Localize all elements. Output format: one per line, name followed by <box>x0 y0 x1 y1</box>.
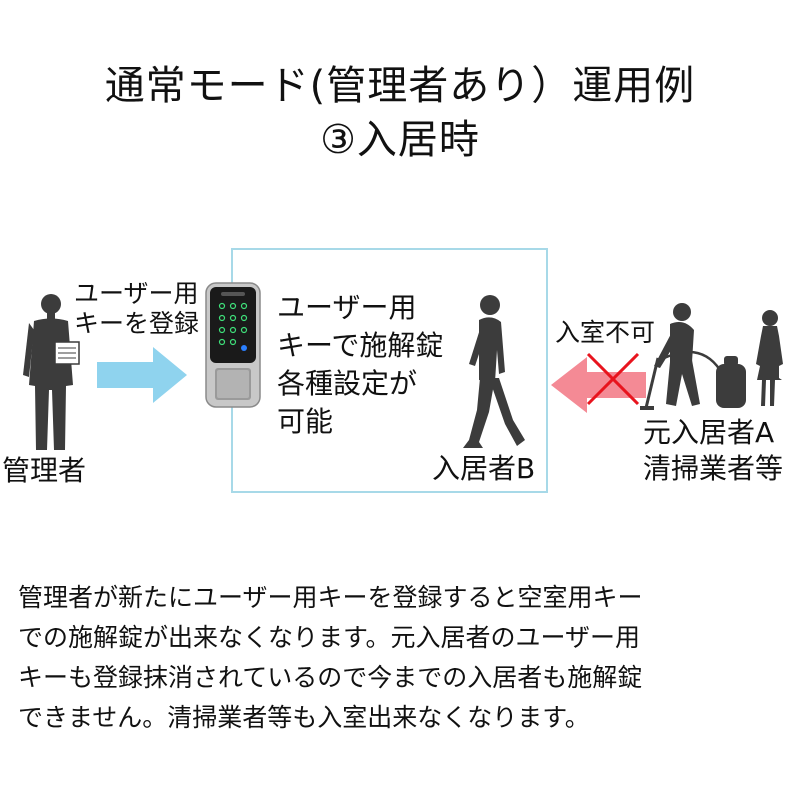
description-line: での施解錠が出来なくなります。元入居者のユーザー用 <box>18 623 641 652</box>
description-line: 管理者が新たにユーザー用キーを登録すると空室用キー <box>18 583 643 612</box>
room-text-line1: ユーザー用 <box>277 291 417 324</box>
page-subtitle: ③入居時 <box>320 117 480 163</box>
register-label-line2: キーを登録 <box>74 309 200 338</box>
smart-lock-device-icon <box>205 282 261 408</box>
room-text-line3: 各種設定が <box>277 367 418 400</box>
register-arrow <box>97 347 187 403</box>
description-line: できません。清掃業者等も入室出来なくなります。 <box>18 703 590 732</box>
former-resident-label-line2: 清掃業者等 <box>643 452 784 485</box>
description-line: キーも登録抹消されているので今までの入居者も施解錠 <box>18 663 643 692</box>
register-label-line1: ユーザー用 <box>74 279 199 308</box>
denied-label: 入室不可 <box>555 318 656 347</box>
former-resident-silhouette-icon <box>756 310 783 406</box>
manager-silhouette-icon <box>23 294 80 450</box>
cross-mark-icon <box>586 352 640 406</box>
cleaner-silhouette-icon <box>640 303 746 410</box>
room-text-line2: キーで施解錠 <box>277 329 444 362</box>
former-resident-label-line1: 元入居者A <box>643 416 775 449</box>
resident-b-label: 入居者B <box>432 452 536 485</box>
denied-arrow <box>551 357 646 413</box>
room-text-line4: 可能 <box>277 405 334 438</box>
description-text: 管理者が新たにユーザー用キーを登録すると空室用キー での施解錠が出来なくなります… <box>18 578 788 738</box>
page-title: 通常モード(管理者あり）運用例 <box>104 63 696 109</box>
manager-label: 管理者 <box>2 454 87 487</box>
resident-b-silhouette-icon <box>463 295 525 448</box>
